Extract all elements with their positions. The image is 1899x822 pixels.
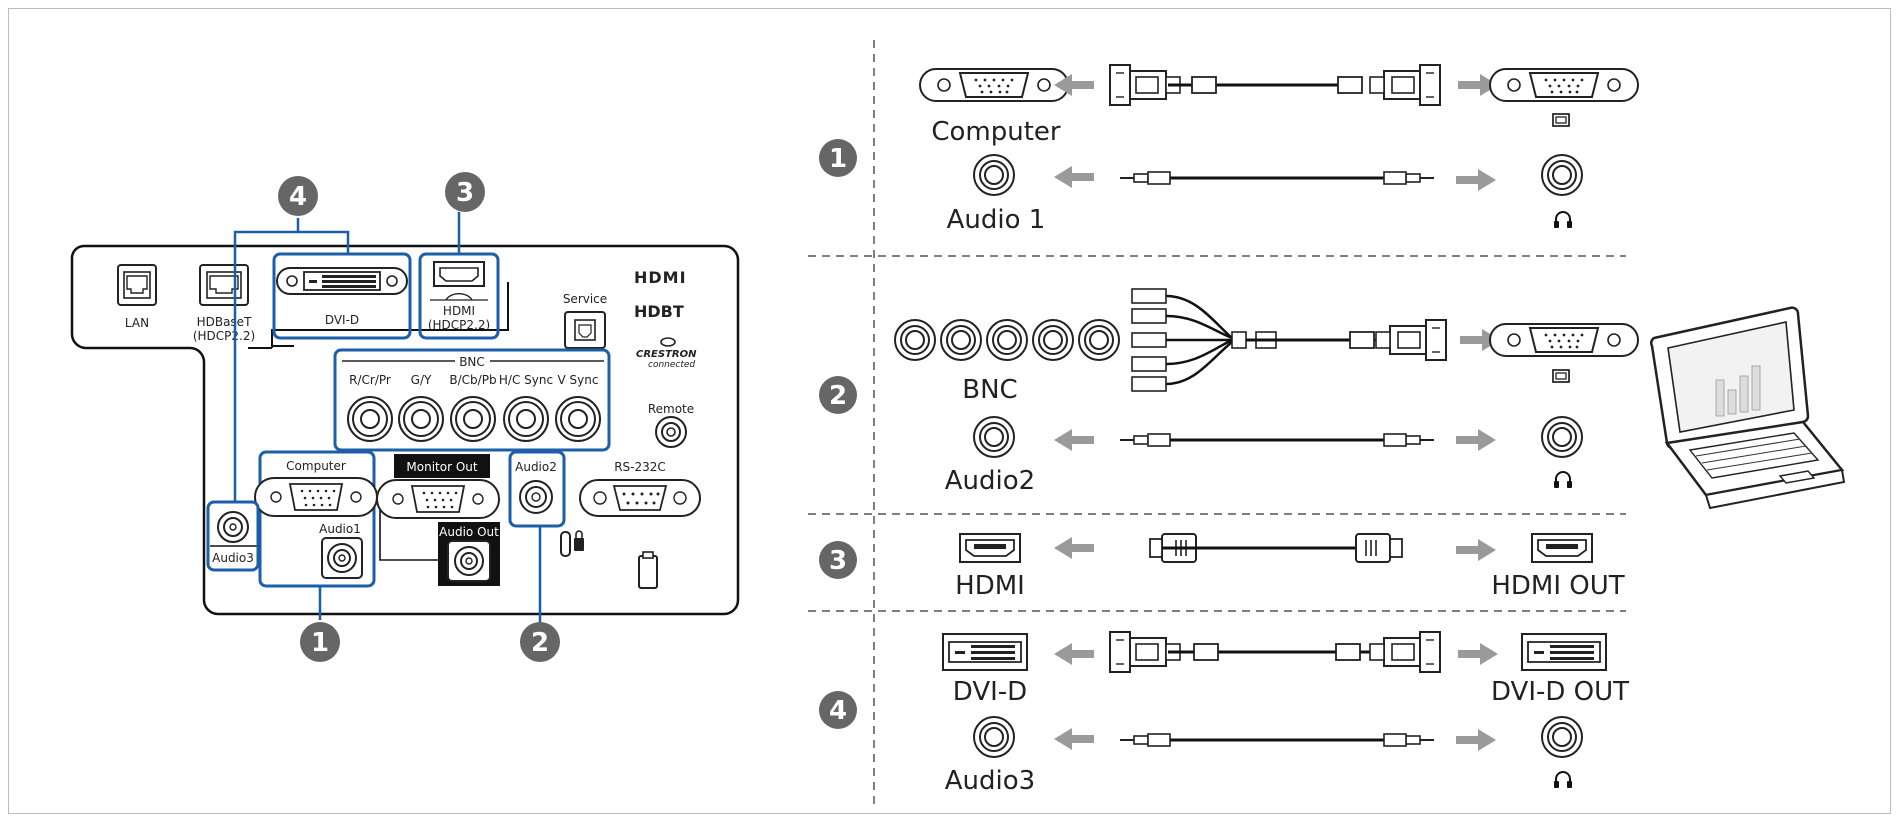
dvid-out-text: DVI-D OUT (1491, 677, 1629, 707)
audio-out-label: Audio Out (439, 525, 499, 539)
callout-4: 4 (278, 176, 318, 216)
hdmi-text: HDMI (955, 571, 1025, 601)
audio2-text: Audio2 (945, 466, 1035, 496)
svg-text:1: 1 (829, 144, 847, 174)
remote-label: Remote (648, 402, 694, 416)
callout-3: 3 (445, 172, 485, 212)
audio1-text: Audio 1 (947, 205, 1046, 235)
bnc-cable (1166, 296, 1232, 384)
dvid-text: DVI-D (953, 677, 1027, 707)
hdbaset-sub-label: (HDCP2.2) (193, 329, 255, 343)
service-label: Service (563, 292, 607, 306)
bnc-bcbpb-label: B/Cb/Pb (449, 373, 496, 387)
svg-text:4: 4 (829, 696, 847, 726)
bnc-label: BNC (459, 355, 485, 369)
audio3-label: Audio3 (212, 551, 254, 565)
hdbaset-logo: HDBT (634, 302, 684, 321)
monitor-out-label: Monitor Out (406, 460, 477, 474)
svg-text:2: 2 (829, 381, 847, 411)
svg-text:2: 2 (531, 628, 549, 658)
monitor-icon-2 (1553, 370, 1569, 382)
laptop-icon (1651, 308, 1844, 508)
bnc-jacks (895, 320, 1119, 360)
hdmi-out-text: HDMI OUT (1491, 571, 1624, 601)
crestron-sub: connected (648, 360, 695, 370)
computer-label: Computer (286, 459, 346, 473)
audio-out-port: Audio Out (438, 522, 500, 586)
svg-text:3: 3 (456, 178, 474, 208)
svg-text:1: 1 (311, 628, 329, 658)
callout-2: 2 (520, 622, 560, 662)
rs232c-label: RS-232C (614, 460, 666, 474)
headphone-icon-3 (1554, 772, 1572, 788)
dvid-label: DVI-D (325, 313, 359, 327)
hdmi-label: HDMI (443, 304, 475, 318)
svg-text:4: 4 (289, 182, 307, 212)
bnc-rcrpr-label: R/Cr/Pr (349, 373, 391, 387)
connection-row-3: 3 HDMI HDMI OUT (819, 534, 1625, 601)
lan-label: LAN (125, 316, 149, 330)
bnc-text: BNC (962, 375, 1017, 405)
bnc-vsync-label: V Sync (558, 373, 599, 387)
hdmi-sub-label: (HDCP2.2) (428, 318, 490, 332)
audio2-label: Audio2 (515, 460, 557, 474)
connection-row-4: 4 DVI-D DVI-D OUT Audio3 (819, 632, 1629, 796)
monitor-icon (1553, 114, 1569, 126)
computer-text: Computer (931, 117, 1061, 147)
hdmi-logo: HDMI (634, 268, 687, 287)
audio3-text: Audio3 (945, 766, 1035, 796)
svg-text:3: 3 (829, 546, 847, 576)
service-port: Service (563, 292, 607, 348)
bnc-gy-label: G/Y (411, 373, 432, 387)
callout-1: 1 (300, 622, 340, 662)
bnc-hcsync-label: H/C Sync (499, 373, 553, 387)
connection-row-1: 1 Computer Audio 1 (819, 65, 1638, 235)
hdbaset-port: HDBaseT (HDCP2.2) (193, 265, 255, 343)
connection-row-2: 2 BNC Audio2 (819, 289, 1638, 496)
audio1-label: Audio1 (319, 522, 361, 536)
headphone-icon (1554, 212, 1572, 228)
crestron-logo: CRESTRON (636, 349, 697, 360)
hdbaset-label: HDBaseT (197, 315, 252, 329)
headphone-icon-2 (1554, 472, 1572, 488)
